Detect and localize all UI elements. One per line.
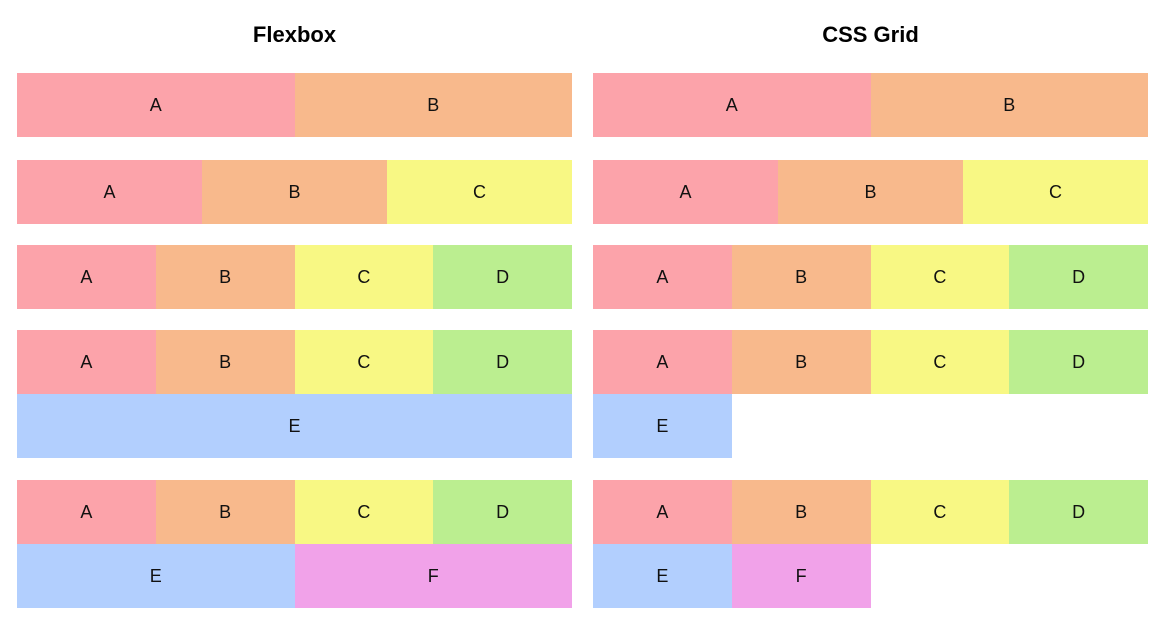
flex-box-b: B [155, 330, 295, 394]
grid-box-f: F [731, 544, 871, 608]
css-grid-title: CSS Grid [822, 22, 919, 47]
grid-box-a: A [593, 73, 871, 137]
flex-box-c: C [294, 480, 434, 544]
flex-box-d: D [433, 245, 572, 309]
grid-box-c: C [870, 245, 1010, 309]
flex-box-d: D [433, 330, 572, 394]
flex-box-a: A [17, 480, 156, 544]
grid-box-a: A [593, 480, 732, 544]
flex-box-c: C [294, 330, 434, 394]
grid-box-a: A [593, 160, 778, 224]
flex-box-a: A [17, 160, 202, 224]
grid-box-b: B [731, 245, 871, 309]
flex-box-b: B [202, 160, 387, 224]
grid-box-a: A [593, 245, 732, 309]
grid-box-b: B [778, 160, 963, 224]
grid-box-c: C [870, 480, 1010, 544]
grid-box-d: D [1009, 480, 1148, 544]
grid-box-d: D [1009, 245, 1148, 309]
grid-box-a: A [593, 330, 732, 394]
flex-box-e: E [17, 544, 295, 608]
grid-box-c: C [870, 330, 1010, 394]
flex-box-b: B [294, 73, 572, 137]
flex-box-c: C [387, 160, 572, 224]
grid-box-b: B [870, 73, 1148, 137]
grid-box-e: E [593, 394, 732, 458]
grid-box-d: D [1009, 330, 1148, 394]
flex-box-e: E [17, 394, 572, 458]
flex-box-a: A [17, 245, 156, 309]
flex-box-f: F [294, 544, 572, 608]
flex-box-b: B [155, 480, 295, 544]
flex-box-b: B [155, 245, 295, 309]
flexbox-title: Flexbox [252, 22, 337, 47]
grid-box-c: C [963, 160, 1148, 224]
grid-box-b: B [731, 330, 871, 394]
flex-box-a: A [17, 330, 156, 394]
flex-box-d: D [433, 480, 572, 544]
flex-box-c: C [294, 245, 434, 309]
grid-box-b: B [731, 480, 871, 544]
flex-box-a: A [17, 73, 295, 137]
grid-box-e: E [593, 544, 732, 608]
